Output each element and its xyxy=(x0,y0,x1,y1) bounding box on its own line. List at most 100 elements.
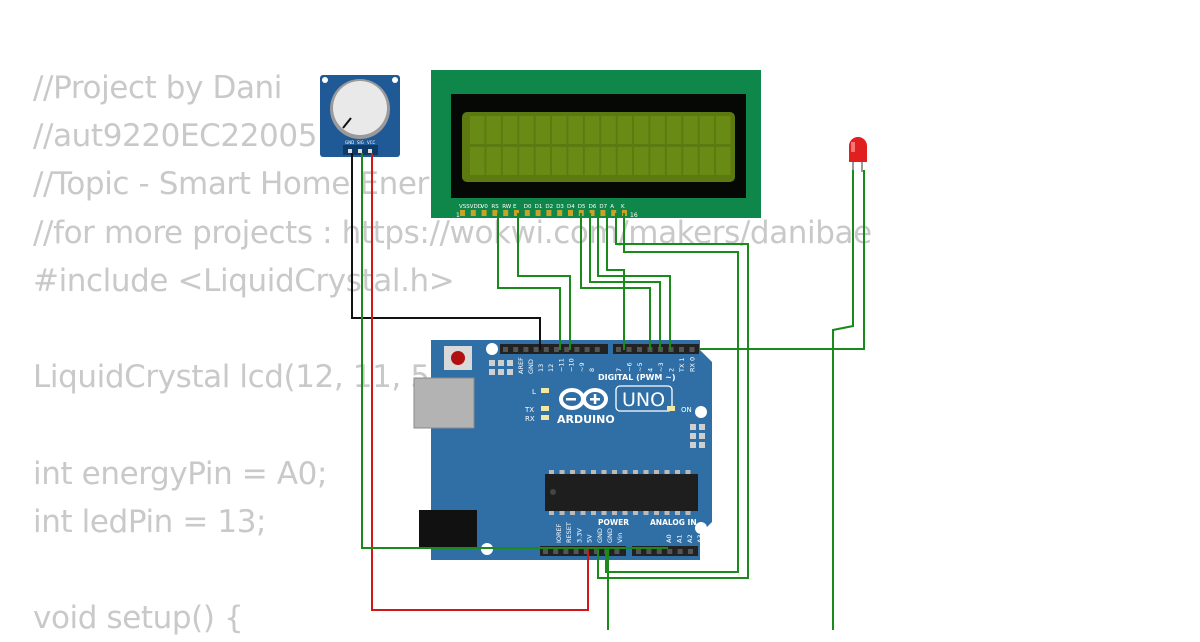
lcd-cell xyxy=(486,116,501,144)
lcd-cell xyxy=(584,116,600,144)
wire-pot-gnd[interactable] xyxy=(351,153,541,350)
lcd-pin[interactable] xyxy=(568,210,573,216)
lcd-cell xyxy=(650,147,665,175)
icsp-pin xyxy=(699,442,705,448)
header-pin[interactable] xyxy=(564,347,570,352)
header-pin[interactable] xyxy=(503,347,508,352)
icsp-header-left xyxy=(489,360,513,375)
wire-lcd-a[interactable] xyxy=(597,213,749,579)
lcd-pin-label: D7 xyxy=(599,204,607,210)
potentiometer[interactable]: GND SIG VCC xyxy=(320,75,400,157)
digital-pin-label: ~11 xyxy=(557,358,565,372)
lcd-pin[interactable] xyxy=(557,210,563,216)
header-pin[interactable] xyxy=(554,347,559,352)
wire-lcd-k[interactable] xyxy=(605,213,739,573)
lcd-pin-label: D4 xyxy=(567,204,575,210)
header-pin[interactable] xyxy=(646,549,652,554)
lcd-pin-label: D3 xyxy=(556,204,564,210)
wire-lcd-d4[interactable] xyxy=(580,213,651,350)
lcd-pin[interactable] xyxy=(503,210,509,216)
reset-button[interactable] xyxy=(451,351,465,365)
header-pin[interactable] xyxy=(513,347,519,352)
lcd-pin-label: VDD xyxy=(470,204,482,210)
header-pin[interactable] xyxy=(563,549,569,554)
wire-lcd-rs[interactable] xyxy=(497,213,561,350)
wire-pot-vcc-5v[interactable] xyxy=(371,153,589,611)
lcd-pin[interactable] xyxy=(514,210,519,216)
lcd-pin-label: D5 xyxy=(578,204,586,210)
lcd-cell xyxy=(519,116,534,144)
header-pin[interactable] xyxy=(614,549,620,554)
lcd-pin[interactable] xyxy=(460,210,465,216)
lcd-pin[interactable] xyxy=(481,210,487,216)
power-pin-label: IOREF xyxy=(555,523,563,543)
lcd-cell xyxy=(470,147,485,175)
header-pin[interactable] xyxy=(523,347,529,352)
header-pin[interactable] xyxy=(636,549,641,554)
wire-lcd-d7[interactable] xyxy=(606,213,625,350)
lcd-pin[interactable] xyxy=(470,210,476,216)
header-pin[interactable] xyxy=(543,549,548,554)
icsp-pin xyxy=(699,433,705,439)
header-pin[interactable] xyxy=(656,549,662,554)
potentiometer-knob[interactable] xyxy=(333,81,387,135)
analog-pin-label: A4 xyxy=(707,534,715,543)
header-pin[interactable] xyxy=(533,347,539,352)
lcd-pin[interactable] xyxy=(535,210,541,216)
lcd-pin[interactable] xyxy=(492,210,498,216)
lcd-pin[interactable] xyxy=(611,210,617,216)
icsp-pin xyxy=(489,360,495,366)
brand-label: ARDUINO xyxy=(557,413,615,426)
header-pin[interactable] xyxy=(584,347,590,352)
atmega-chip xyxy=(545,474,698,511)
lcd-pin[interactable] xyxy=(589,210,595,216)
header-pin[interactable] xyxy=(594,347,600,352)
header-pin[interactable] xyxy=(637,347,642,352)
digital-header-right xyxy=(613,344,699,354)
power-pin-label: 3.3V xyxy=(575,528,583,543)
header-pin[interactable] xyxy=(616,347,621,352)
lcd-pin[interactable] xyxy=(600,210,606,216)
header-pin[interactable] xyxy=(677,549,683,554)
lcd-pin[interactable] xyxy=(524,210,530,216)
icsp-pin xyxy=(690,424,696,430)
led-red[interactable] xyxy=(849,137,867,172)
header-pin[interactable] xyxy=(626,347,632,352)
header-pin[interactable] xyxy=(689,347,695,352)
header-pin[interactable] xyxy=(667,549,673,554)
header-pin[interactable] xyxy=(574,347,580,352)
digital-pin-label: 8 xyxy=(588,368,596,372)
analog-header-label: ANALOG IN xyxy=(650,518,697,527)
header-pin[interactable] xyxy=(679,347,684,352)
header-pin[interactable] xyxy=(688,549,693,554)
power-jack[interactable] xyxy=(419,510,477,548)
lcd-cell xyxy=(683,147,698,175)
wire-lcd-d6[interactable] xyxy=(597,213,671,350)
wire-pot-sig-a0[interactable] xyxy=(361,153,668,549)
usb-port[interactable] xyxy=(413,377,475,429)
icsp-pin xyxy=(690,442,696,448)
lcd-pin[interactable] xyxy=(546,210,552,216)
header-pin[interactable] xyxy=(594,549,599,554)
digital-pin-label: ~10 xyxy=(568,358,576,372)
power-pin-label: 5V xyxy=(586,534,594,543)
digital-pin-label: ~5 xyxy=(636,362,644,372)
header-pin[interactable] xyxy=(553,549,559,554)
icsp-pin xyxy=(498,369,504,375)
wire-led-anode[interactable] xyxy=(700,170,865,350)
icsp-pin xyxy=(507,369,513,375)
wire-lcd-e[interactable] xyxy=(517,213,571,350)
lcd-cell xyxy=(617,147,633,175)
lcd-cell xyxy=(502,147,518,175)
wire-led-cathode[interactable] xyxy=(832,170,854,630)
header-pin[interactable] xyxy=(573,549,579,554)
pot-pin-vcc-label: VCC xyxy=(367,140,376,145)
lcd-cell xyxy=(716,116,731,144)
header-pin[interactable] xyxy=(583,549,589,554)
header-pin[interactable] xyxy=(543,347,549,352)
